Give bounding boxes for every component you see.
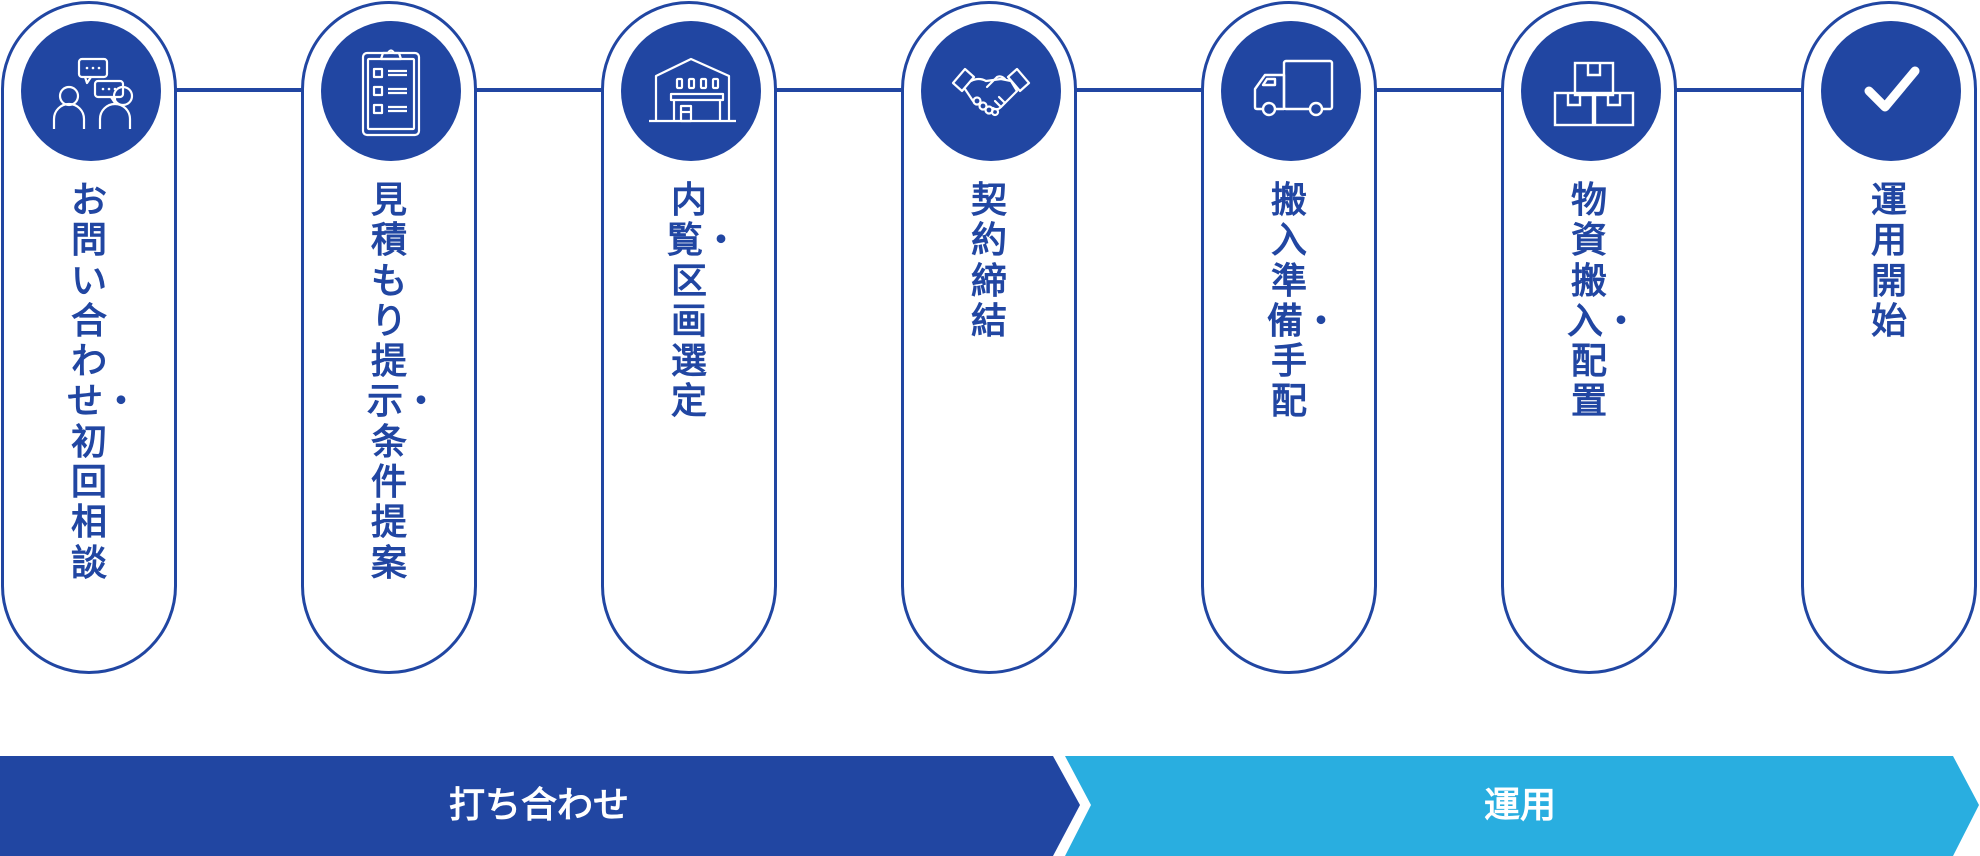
step-label: 契約締結 [970,180,1007,342]
connector-line [1676,88,1802,92]
step-5-preparation: 搬入準備・手配 [1201,1,1377,674]
phase-arrows [0,756,1979,856]
step-label: お問い合わせ・初回相談 [67,180,140,584]
phase-arrow-operation [1065,756,1979,856]
warehouse-icon [649,57,736,123]
clipboard-checklist-icon [361,49,421,137]
phase-band: 打ち合わせ 運用 [0,756,1980,856]
step-4-contract: 契約締結 [901,1,1077,674]
step-icon-circle [1821,21,1961,161]
step-6-delivery: 物資搬入・配置 [1501,1,1677,674]
truck-icon [1253,59,1334,117]
step-1-inquiry: お問い合わせ・初回相談 [1,1,177,674]
step-icon-circle [321,21,461,161]
phase-label-meeting: 打ち合わせ [448,785,629,826]
step-icon-circle [921,21,1061,161]
step-icon-circle [21,21,161,161]
step-icon-circle [1221,21,1361,161]
step-2-quotation: 見積もり提示・条件提案 [301,1,477,674]
step-label: 運用開始 [1870,180,1907,342]
connector-line [1076,88,1202,92]
step-label: 見積もり提示・条件提案 [367,180,440,584]
checkmark-icon [1864,66,1920,112]
step-label: 搬入準備・手配 [1267,180,1340,423]
step-3-viewing: 内覧・区画選定 [601,1,777,674]
step-label: 物資搬入・配置 [1567,180,1640,423]
phase-label-operation: 運用 [1483,785,1556,826]
step-icon-circle [1521,21,1661,161]
consultation-chat-icon [52,57,134,129]
phase-arrow-meeting [0,756,1080,856]
connector-line [1376,88,1502,92]
step-icon-circle [621,21,761,161]
connector-line [776,88,902,92]
stacked-boxes-icon [1553,61,1635,127]
connector-line [476,88,602,92]
step-7-operation-start: 運用開始 [1801,1,1977,674]
handshake-icon [951,67,1031,117]
step-label: 内覧・区画選定 [667,180,740,423]
connector-line [176,88,302,92]
